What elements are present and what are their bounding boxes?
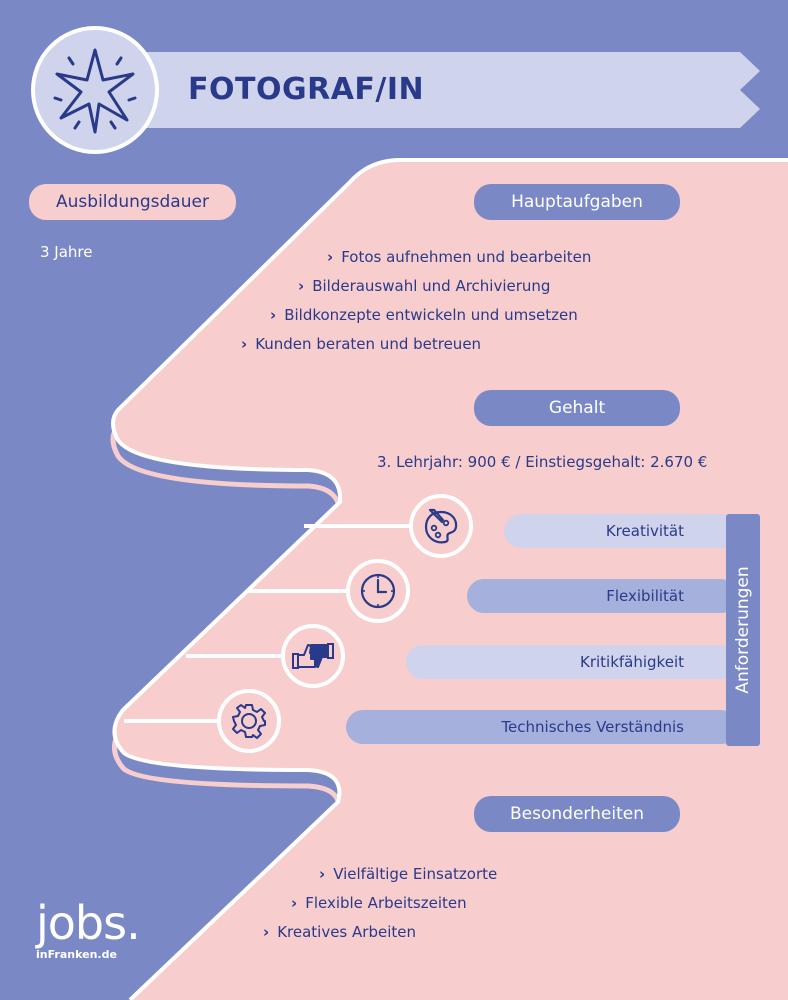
palette-icon-circle [409,494,473,558]
requirement-bar: Kreativität [504,514,738,548]
special-item: ›Flexible Arbeitszeiten [291,894,467,912]
clock-icon [360,573,396,609]
palette-icon [424,508,458,544]
page-title: FOTOGRAF/IN [188,72,425,107]
logo-sub: inFranken.de [36,948,117,961]
requirement-bar: Kritikfähigkeit [406,645,738,679]
task-item: ›Fotos aufnehmen und bearbeiten [327,248,592,266]
special-item: ›Kreatives Arbeiten [263,923,416,941]
duration-label: Ausbildungsdauer [29,184,236,220]
requirements-label-box: Anforderungen [726,514,760,746]
task-item: ›Kunden beraten und betreuen [241,335,482,353]
requirements-label: Anforderungen [733,566,753,694]
special-item: ›Vielfältige Einsatzorte [319,865,498,883]
gear-icon-circle [217,689,281,753]
special-label: Besonderheiten [474,796,680,832]
gear-icon [232,704,266,739]
salary-value: 3. Lehrjahr: 900 € / Einstiegsgehalt: 2.… [377,453,708,471]
thumbs-icon-circle [281,624,345,688]
task-item: ›Bildkonzepte entwickeln und umsetzen [270,306,578,324]
jobs-logo: jobs. inFranken.de [36,896,141,961]
star-icon [53,48,137,134]
task-item: ›Bilderauswahl und Archivierung [298,277,551,295]
requirement-bar: Flexibilität [467,579,738,613]
requirement-bar: Technisches Verständnis [346,710,738,744]
salary-label: Gehalt [474,390,680,426]
thumbs-up-down-icon [292,643,334,669]
logo-main: jobs. [36,896,141,950]
clock-icon-circle [346,559,410,623]
duration-value: 3 Jahre [40,243,93,261]
tasks-label: Hauptaufgaben [474,184,680,220]
